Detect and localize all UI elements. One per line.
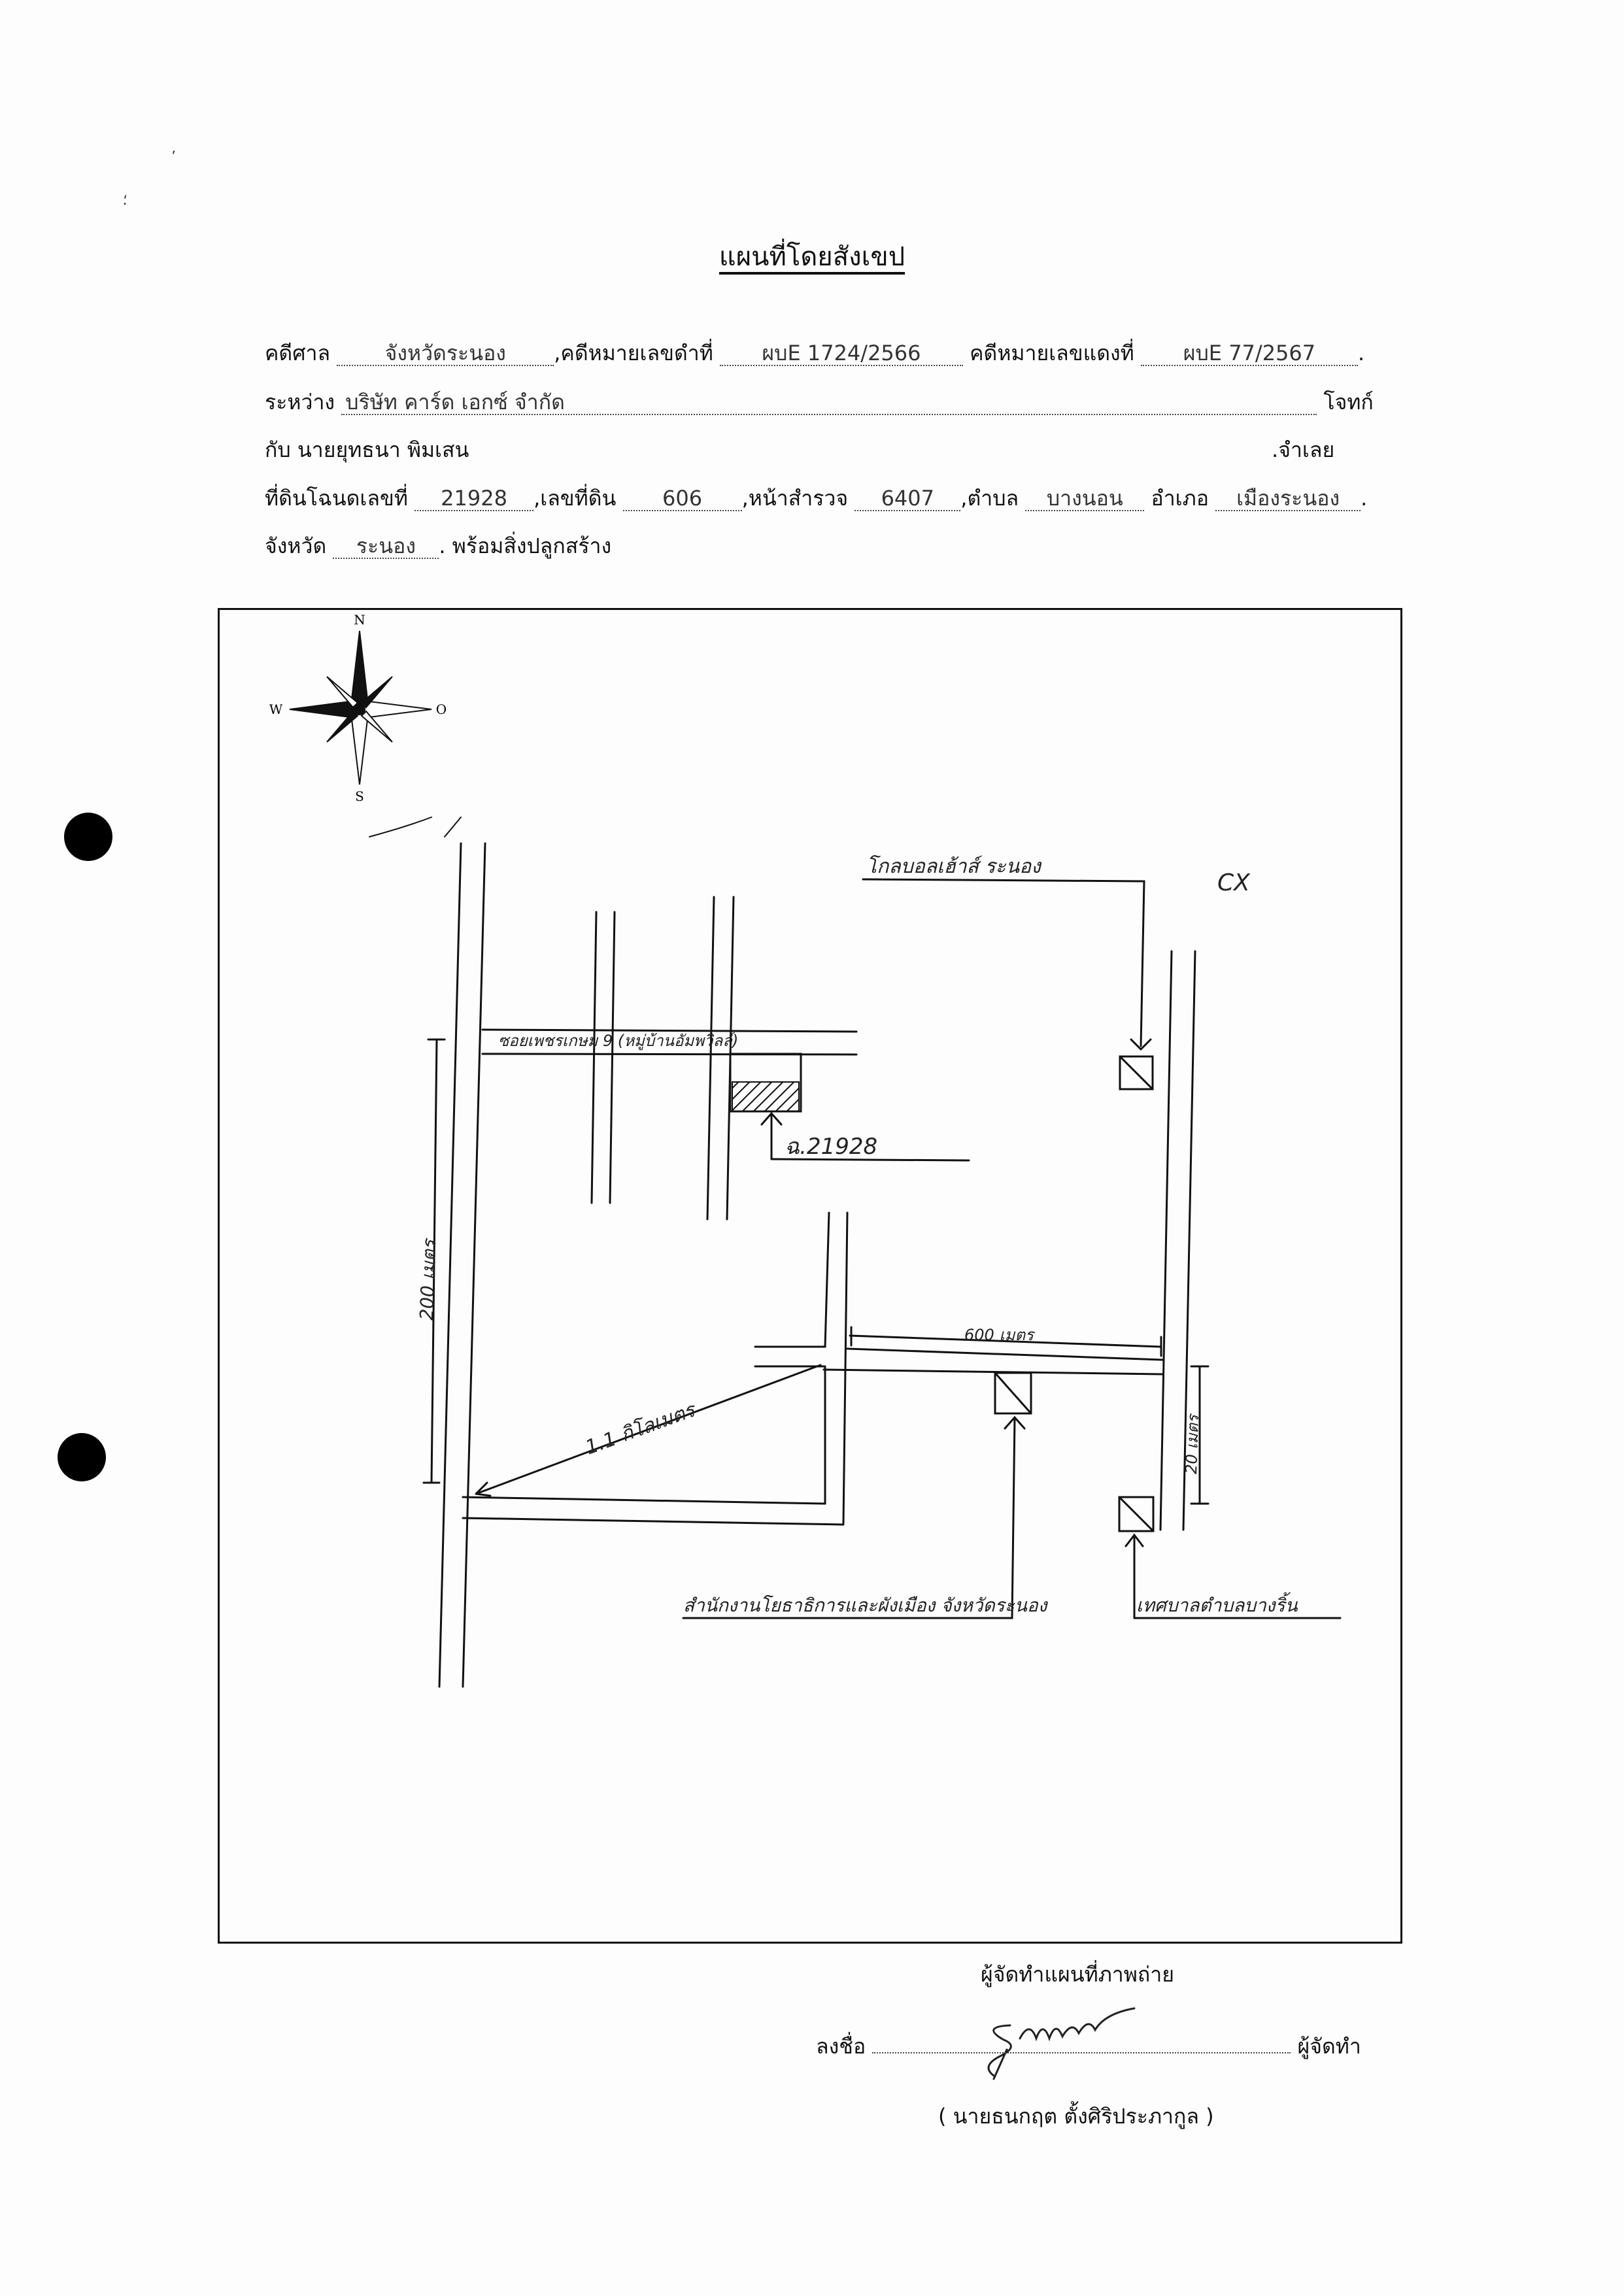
label-global-house: โกลบอลเฮ้าส์ ระนอง [866,854,1042,878]
compass-e: O [436,701,447,717]
compass-n: N [354,612,365,628]
compass-s: S [355,788,364,804]
defendant-role: .จำเลย [1272,437,1335,462]
label-1-1km: 1.1 กิโลเมตร [582,1397,700,1459]
court-value: จังหวัดระนอง [337,341,554,366]
label-200m: 200 เมตร [416,1238,440,1321]
compass-north-point [350,630,369,705]
compass-rose [289,630,432,785]
sign-line: ลงชื่อ ผู้จัดทำ [816,2030,1361,2063]
label-municipality: เทศบาลตำบลบางริ้น [1136,1592,1298,1616]
compass-w: W [269,701,283,717]
building-public-works [994,1372,1032,1415]
district-value: เมืองระนอง [1215,486,1361,511]
red-no-end: . [1357,341,1365,365]
black-no-label: ,คดีหมายเลขดำที่ [554,341,713,365]
sign-dotted-line [872,2038,1291,2053]
between-label: ระหว่าง [265,390,335,414]
land-no-value: 606 [622,486,742,511]
plaintiff-role: โจทก์ [1323,390,1374,414]
red-no-label: คดีหมายเลขแดงที่ [970,341,1134,365]
punch-hole-bottom [58,1433,106,1481]
label-public-works-office: สำนักงานโยธาธิการและผังเมือง จังหวัดระนอ… [683,1595,1049,1616]
building-boxes [994,1055,1155,1532]
building-global-house [1119,1055,1154,1090]
compass-se-point [360,710,393,743]
deed-label: ที่ดินโฉนดเลขที่ [265,486,408,511]
sign-role: ผู้จัดทำ [1297,2034,1361,2059]
case-line-3: กับ นายยุทธนา พิมเสน .จำเลย [265,437,1334,463]
scan-speck: ⸵ [123,192,127,209]
province-end: . [439,533,446,558]
compass-east-point [364,700,432,719]
case-line-1: คดีศาล จังหวัดระนอง,คดีหมายเลขดำที่ ผบE … [265,340,1364,366]
building-municipality [1118,1496,1155,1532]
page-title: แผนที่โดยสังเขป [719,242,905,272]
compass-south-point [350,713,369,785]
subdistrict-label: ,ตำบล [960,486,1019,511]
case-line-2: ระหว่าง บริษัท คาร์ด เอกซ์ จำกัด โจทก์ [265,389,1374,415]
label-20m: 20 เมตร [1182,1413,1202,1475]
signature-scribble [987,2007,1136,2080]
red-no-value: ผบE 77/2567 [1140,341,1358,366]
district-end: . [1361,486,1368,511]
district-label: อำเภอ [1151,486,1209,511]
case-line-5: จังหวัด ระนอง. พร้อมสิ่งปลูกสร้าง [265,533,611,559]
defendant-value: นายยุทธนา พิมเสน [297,437,469,462]
subdistrict-value: บางนอน [1025,486,1145,511]
compass-sw-point [326,710,359,743]
deed-value: 21928 [414,486,534,511]
signer-name: ( นายธนกฤต ตั้งศิริประภากูล ) [938,2104,1214,2129]
court-label: คดีศาล [265,341,331,365]
maker-caption: ผู้จัดทำแผนที่ภาพถ่าย [981,1962,1174,1987]
label-parcel: ฉ.21928 [785,1134,877,1160]
compass-nw-point [326,676,359,709]
survey-label: ,หน้าสำรวจ [741,486,849,511]
province-label: จังหวัด [265,533,327,558]
map-frame [218,608,1402,1944]
survey-value: 6407 [854,486,961,511]
plaintiff-value: บริษัท คาร์ด เอกซ์ จำกัด [341,390,1317,415]
with-label: กับ [265,437,291,462]
compass-center [354,703,365,715]
land-no-label: ,เลขที่ดิน [533,486,617,511]
label-corner-mark: CX [1217,869,1251,896]
parcel-hatched [732,1081,800,1112]
label-soi: ซอยเพชรเกษม 9 (หมู่บ้านอัมพวิลล์) [498,1032,738,1051]
scan-speck: ’ [171,149,176,165]
punch-hole-top [64,813,112,861]
province-value: ระนอง [333,534,439,559]
label-600m: 600 เมตร [964,1326,1036,1344]
compass-ne-point [360,676,393,709]
compass-west-point [289,700,356,719]
annotation-lines [422,878,1342,1619]
sign-label: ลงชื่อ [816,2034,866,2059]
with-buildings: พร้อมสิ่งปลูกสร้าง [452,533,612,558]
road-lines [369,817,1196,1688]
case-line-4: ที่ดินโฉนดเลขที่ 21928,เลขที่ดิน 606,หน้… [265,485,1367,511]
black-no-value: ผบE 1724/2566 [719,341,963,366]
